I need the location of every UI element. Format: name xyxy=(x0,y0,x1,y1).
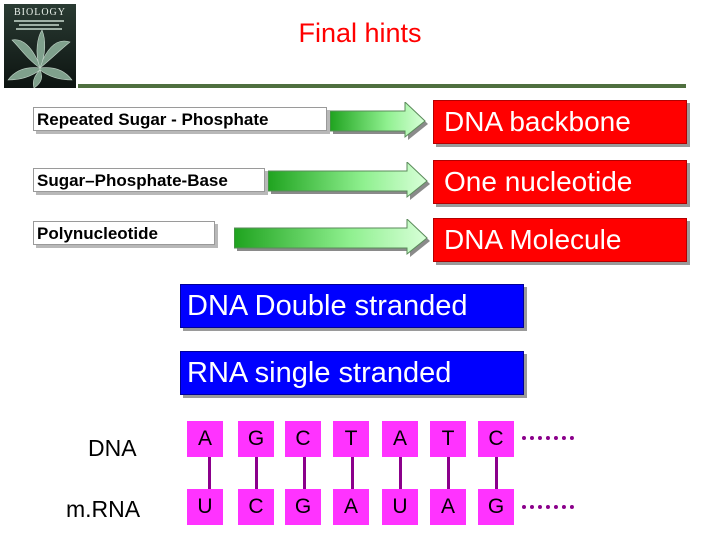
succulent-plant-icon xyxy=(7,29,73,88)
dna-base-cell: T xyxy=(333,421,369,457)
dna-row-label: DNA xyxy=(88,435,137,461)
dna-base-cell: C xyxy=(478,421,514,457)
cover-text-line xyxy=(14,20,64,22)
cover-text-line xyxy=(16,28,62,30)
dna-base-cell: A xyxy=(382,421,418,457)
rna-base-cell: U xyxy=(382,489,418,525)
dna-base-cell: T xyxy=(430,421,466,457)
cover-text-line xyxy=(19,24,59,26)
sequence-continuation-dots xyxy=(522,505,574,509)
base-pair-link xyxy=(255,457,258,489)
hint-term-box: Polynucleotide xyxy=(33,221,215,245)
rna-base-cell: G xyxy=(478,489,514,525)
arrow-right-icon xyxy=(234,219,430,257)
rna-base-cell: A xyxy=(430,489,466,525)
rna-base-cell: C xyxy=(238,489,274,525)
cover-title: BIOLOGY xyxy=(14,7,66,18)
rna-base-cell: A xyxy=(333,489,369,525)
rna-strand-box: RNA single stranded xyxy=(180,351,524,395)
rna-base-cell: U xyxy=(187,489,223,525)
dna-base-cell: A xyxy=(187,421,223,457)
rna-base-cell: G xyxy=(285,489,321,525)
hint-term-box: Repeated Sugar - Phosphate xyxy=(33,107,327,131)
book-cover-image: BIOLOGY xyxy=(4,4,76,88)
mrna-row-label: m.RNA xyxy=(66,496,141,522)
hint-answer-box: DNA Molecule xyxy=(433,218,687,262)
slide-title: Final hints xyxy=(298,18,422,48)
base-pair-link xyxy=(208,457,211,489)
hint-answer-box: DNA backbone xyxy=(433,100,687,144)
dna-strand-box: DNA Double stranded xyxy=(180,284,524,328)
base-pair-link xyxy=(495,457,498,489)
base-pair-link xyxy=(447,457,450,489)
title-divider xyxy=(78,84,686,88)
base-pair-link xyxy=(399,457,402,489)
base-pair-link xyxy=(303,457,306,489)
arrow-right-icon xyxy=(330,102,428,140)
dna-base-cell: G xyxy=(238,421,274,457)
base-pair-link xyxy=(351,457,354,489)
arrow-right-icon xyxy=(268,162,430,200)
hint-term-box: Sugar–Phosphate-Base xyxy=(33,168,265,192)
dna-base-cell: C xyxy=(285,421,321,457)
hint-answer-box: One nucleotide xyxy=(433,160,687,204)
sequence-continuation-dots xyxy=(522,436,574,440)
